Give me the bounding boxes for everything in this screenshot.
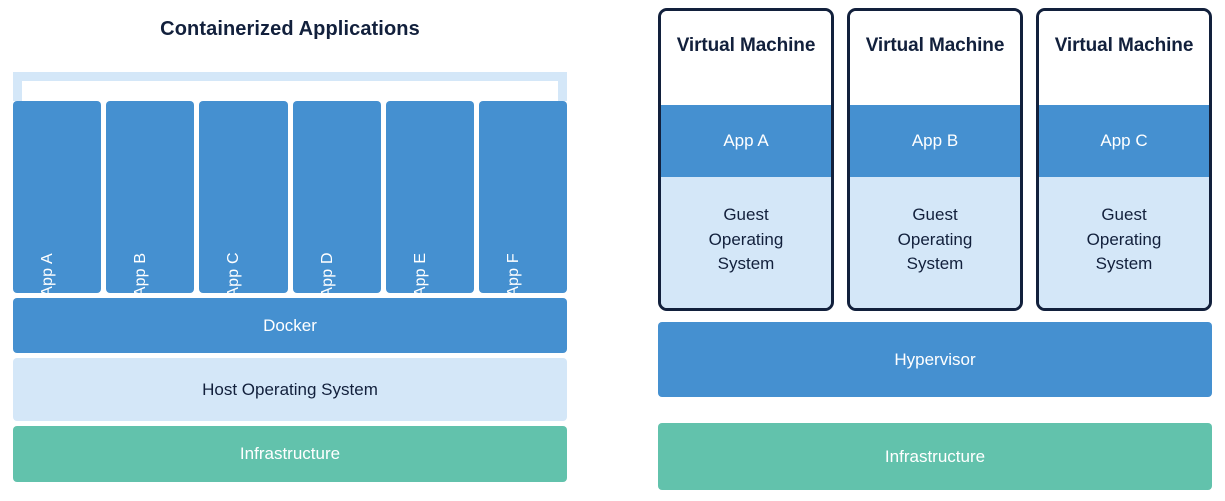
guest-operating-system-band: Guest Operating System — [850, 177, 1020, 308]
virtual-machine-box[interactable]: Virtual Machine App B Guest Operating Sy… — [847, 8, 1023, 311]
virtual-machine-title: Virtual Machine — [661, 11, 831, 105]
guest-operating-system-band: Guest Operating System — [661, 177, 831, 308]
container-app-block[interactable]: App B — [106, 101, 195, 297]
container-app-block[interactable]: App F — [478, 101, 568, 297]
infrastructure-layer-left[interactable]: Infrastructure — [13, 426, 567, 482]
guest-operating-system-band: Guest Operating System — [1039, 177, 1209, 308]
containers-panel: Containerized Applications App A App B A… — [13, 18, 568, 482]
hypervisor-layer[interactable]: Hypervisor — [658, 322, 1212, 397]
container-app-block[interactable]: App C — [199, 101, 288, 298]
containerized-applications-bracket — [13, 72, 567, 101]
virtual-machine-app-band: App A — [661, 105, 831, 177]
virtual-machine-box[interactable]: Virtual Machine App A Guest Operating Sy… — [658, 8, 834, 311]
container-app-row: App A App B App C App D App E App F — [13, 101, 568, 298]
virtual-machine-app-band: App B — [850, 105, 1020, 177]
container-app-block[interactable]: App D — [292, 101, 381, 298]
virtual-machine-app-band: App C — [1039, 105, 1209, 177]
virtual-machine-row: Virtual Machine App A Guest Operating Sy… — [658, 8, 1212, 311]
docker-layer[interactable]: Docker — [13, 298, 567, 353]
container-app-block[interactable]: App E — [385, 101, 474, 297]
host-operating-system-layer[interactable]: Host Operating System — [13, 358, 567, 421]
virtual-machine-box[interactable]: Virtual Machine App C Guest Operating Sy… — [1036, 8, 1212, 311]
virtual-machine-title: Virtual Machine — [1039, 11, 1209, 105]
virtual-machine-title: Virtual Machine — [850, 11, 1020, 105]
infrastructure-layer-right[interactable]: Infrastructure — [658, 423, 1212, 490]
container-app-block[interactable]: App A — [13, 101, 102, 297]
containerized-applications-title: Containerized Applications — [160, 18, 420, 40]
